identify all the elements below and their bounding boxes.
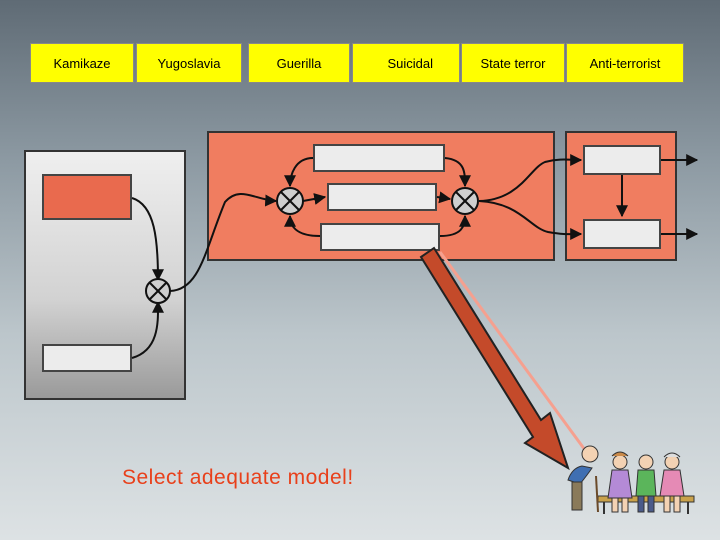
center-block-bottom[interactable]	[320, 223, 440, 251]
model-button-kamikaze[interactable]: Kamikaze	[30, 43, 134, 83]
connector-line	[284, 157, 314, 188]
select-model-prompt: Select adequate model!	[122, 466, 354, 489]
connector-line	[169, 192, 278, 292]
left-output-block[interactable]	[42, 344, 132, 372]
connector-line	[478, 200, 583, 241]
connector-line	[302, 193, 327, 205]
multiply-junction-icon	[451, 187, 479, 215]
center-block-middle[interactable]	[327, 183, 437, 211]
connector-line	[131, 300, 165, 359]
connector-line	[444, 157, 471, 188]
model-button-anti-terrorist[interactable]: Anti-terrorist	[566, 43, 684, 83]
connector-line	[436, 191, 452, 204]
multiply-junction-icon	[145, 278, 171, 304]
arrow-icon	[419, 246, 570, 471]
model-button-state-terror[interactable]: State terror	[461, 43, 565, 83]
model-button-guerilla[interactable]: Guerilla	[248, 43, 350, 83]
model-button-yugoslavia[interactable]: Yugoslavia	[136, 43, 242, 83]
model-button-label: Kamikaze	[53, 55, 111, 71]
model-button-label: Anti-terrorist	[589, 55, 661, 71]
guide-line	[438, 251, 587, 451]
model-button-label: Yugoslavia	[157, 55, 221, 71]
elderly-people-illustration	[567, 445, 695, 514]
multiply-junction-icon	[276, 187, 304, 215]
connector-line	[284, 214, 321, 237]
model-button-suicidal[interactable]: Suicidal	[352, 43, 460, 83]
model-button-label: State terror	[480, 55, 546, 71]
connector-line	[131, 197, 164, 282]
model-button-label: Guerilla	[276, 55, 322, 71]
right-block-bottom[interactable]	[583, 219, 661, 249]
center-block-top[interactable]	[313, 144, 445, 172]
model-button-label: Suicidal	[387, 55, 433, 71]
right-block-top[interactable]	[583, 145, 661, 175]
left-input-block[interactable]	[42, 174, 132, 220]
connector-line	[478, 153, 583, 202]
connector-line	[439, 214, 471, 237]
